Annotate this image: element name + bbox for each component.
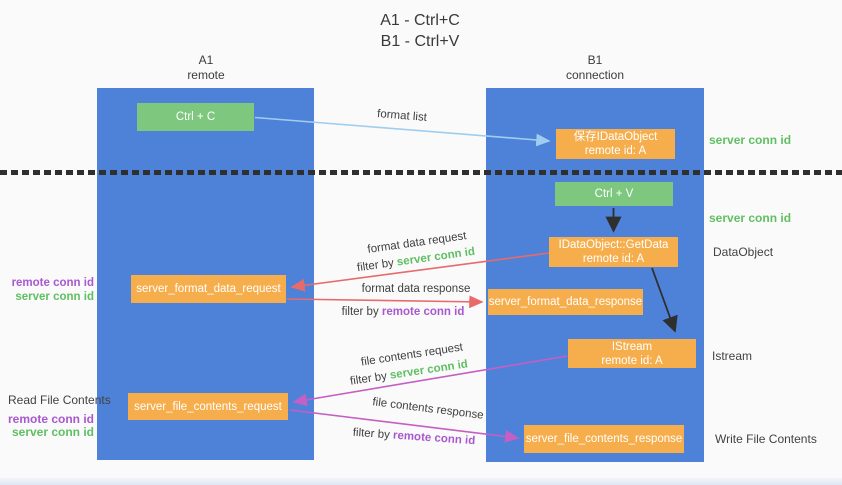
node-ctrl-v-label: Ctrl + V (594, 188, 634, 200)
arrow-file-contents-response (289, 409, 520, 443)
node-istream: IStream remote id: A (568, 339, 696, 368)
annotation-server-conn-id: server conn id (15, 290, 94, 303)
annotation-server-conn-id-mid: server conn id (709, 211, 792, 225)
annotation-remote-conn-id: remote conn id (11, 277, 94, 289)
arrow-format-data-response (286, 295, 484, 309)
arrow-format-list (254, 116, 551, 147)
filter-by-text: filter by (341, 306, 379, 318)
arrow-file-contents-request (292, 355, 568, 407)
node-file-request-label: server_file_contents_request (134, 400, 282, 413)
node-save-idataobject: 保存IDataObject remote id: A (556, 129, 675, 159)
node-server-format-data-request: server_format_data_request (131, 275, 286, 303)
node-istream-line1: IStream (611, 340, 653, 353)
lane-b1-subtitle: connection (565, 68, 625, 82)
node-server-file-contents-response: server_file_contents_response (524, 425, 684, 453)
annotation-istream: Istream (712, 349, 753, 363)
annotation-server-conn-id: server conn id (11, 425, 94, 439)
annotation-left-mid: remote conn id server conn id (8, 277, 94, 304)
lane-b1-name: B1 (587, 53, 603, 67)
annotation-write-file-contents: Write File Contents (715, 432, 817, 446)
annotation-server-conn-id-top: server conn id (709, 133, 792, 147)
diagram-title: A1 - Ctrl+C B1 - Ctrl+V (330, 10, 510, 52)
node-idataobject-getdata: IDataObject::GetData remote id: A (549, 237, 678, 267)
node-getdata-line2: remote id: A (582, 253, 645, 265)
filter-by-text: filter by (352, 426, 391, 442)
bottom-edge-strip (0, 478, 842, 485)
node-file-response-label: server_file_contents_response (525, 433, 683, 445)
node-ctrl-c: Ctrl + C (137, 103, 254, 131)
arrow-getdata-to-istream (651, 267, 678, 333)
node-server-file-contents-request: server_file_contents_request (128, 393, 288, 420)
node-format-response-label: server_format_data_response (488, 296, 643, 308)
title-line-1: A1 - Ctrl+C (380, 12, 460, 29)
node-getdata-line1: IDataObject::GetData (558, 239, 669, 251)
lane-header-b1: B1 connection (515, 53, 675, 83)
annotation-remote-conn-id: remote conn id (8, 411, 95, 426)
node-save-idataobject-line2: remote id: A (584, 145, 647, 157)
lane-a1-subtitle: remote (187, 68, 225, 82)
node-server-format-data-response: server_format_data_response (488, 289, 643, 315)
lane-a1-name: A1 (198, 53, 214, 67)
label-filter-format-response: filter by remote conn id (342, 306, 465, 318)
session-divider-dotted-line (0, 170, 842, 175)
label-format-data-response: format data response (361, 283, 471, 295)
node-ctrl-c-label: Ctrl + C (175, 111, 216, 123)
node-save-idataobject-line1: 保存IDataObject (573, 131, 658, 143)
node-format-request-label: server_format_data_request (136, 283, 281, 295)
annotation-dataobject: DataObject (713, 245, 774, 259)
arrow-format-data-request (290, 252, 550, 292)
annotation-left-bottom: Read File Contents remote conn id server… (8, 393, 111, 440)
remote-conn-id-key: remote conn id (381, 306, 465, 318)
annotation-read-file-contents: Read File Contents (8, 393, 111, 407)
lane-header-a1: A1 remote (126, 53, 286, 83)
node-ctrl-v: Ctrl + V (555, 182, 673, 206)
title-line-2: B1 - Ctrl+V (380, 33, 460, 50)
node-istream-line2: remote id: A (601, 354, 663, 367)
